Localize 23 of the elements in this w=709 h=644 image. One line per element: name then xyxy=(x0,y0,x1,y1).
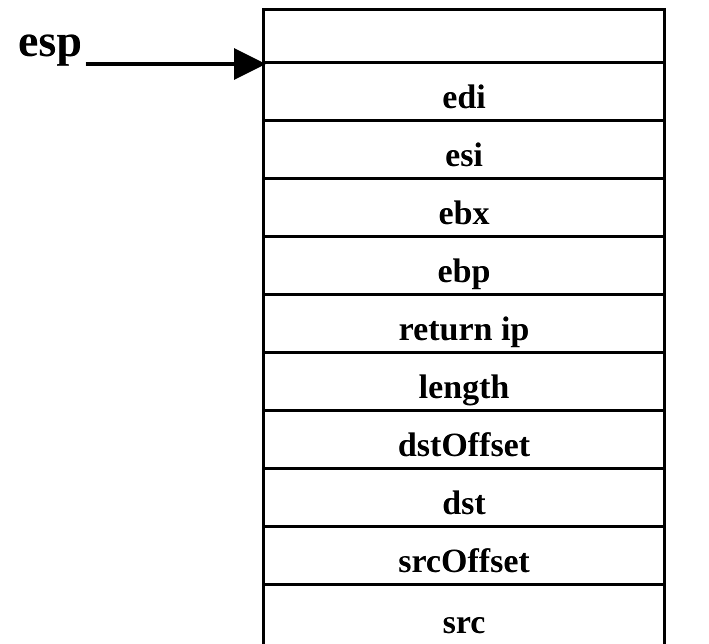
stack-cell xyxy=(262,354,666,412)
stack-cell xyxy=(262,470,666,528)
register-label: return ip xyxy=(398,313,530,350)
pointer-label: esp xyxy=(18,18,82,64)
register-label: ebp xyxy=(438,255,490,292)
register-label: esi xyxy=(445,139,483,176)
register-label: ebx xyxy=(438,197,490,234)
register-label: dst xyxy=(442,487,486,524)
register-label: length xyxy=(418,371,510,408)
stack-cell xyxy=(262,64,666,122)
stack-cell xyxy=(262,296,666,354)
register-label: edi xyxy=(442,81,486,118)
stack-cell xyxy=(262,528,666,586)
register-label: srcOffset xyxy=(398,545,530,582)
stack-cell xyxy=(262,586,666,644)
register-label: src xyxy=(442,606,486,643)
stack-cell xyxy=(262,238,666,296)
stack-cell xyxy=(262,122,666,180)
register-label: dstOffset xyxy=(398,429,530,466)
stack-cell xyxy=(262,412,666,470)
stack-cell xyxy=(262,8,666,64)
stack-cell xyxy=(262,180,666,238)
arrow xyxy=(86,48,266,80)
